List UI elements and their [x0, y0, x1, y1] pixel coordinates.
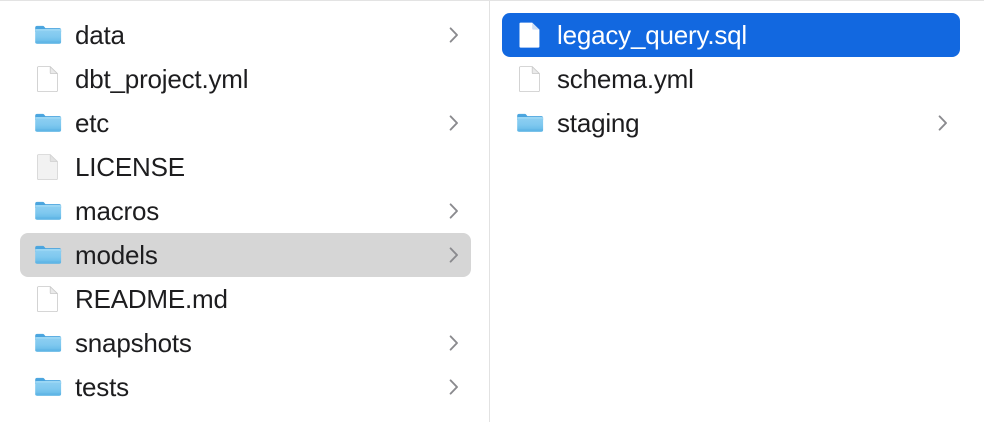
folder-row[interactable]: staging — [502, 101, 960, 145]
chevron-right-icon[interactable] — [447, 332, 461, 354]
document-icon — [515, 20, 545, 50]
folder-icon — [33, 108, 63, 138]
item-label: dbt_project.yml — [75, 64, 249, 94]
file-row[interactable]: LICENSE — [20, 145, 471, 189]
folder-icon — [33, 372, 63, 402]
file-row[interactable]: dbt_project.yml — [20, 57, 471, 101]
folder-icon — [515, 108, 545, 138]
folder-row[interactable]: tests — [20, 365, 471, 409]
document-icon — [515, 64, 545, 94]
folder-icon — [33, 328, 63, 358]
folder-row[interactable]: macros — [20, 189, 471, 233]
folder-row[interactable]: models — [20, 233, 471, 277]
folder-icon — [33, 196, 63, 226]
plain-document-icon — [33, 152, 63, 182]
item-label: snapshots — [75, 328, 192, 358]
item-label: LICENSE — [75, 152, 185, 182]
chevron-right-icon[interactable] — [447, 244, 461, 266]
document-icon — [33, 64, 63, 94]
document-icon — [33, 284, 63, 314]
chevron-right-icon[interactable] — [447, 24, 461, 46]
chevron-right-icon[interactable] — [447, 200, 461, 222]
chevron-right-icon[interactable] — [447, 112, 461, 134]
file-row[interactable]: schema.yml — [502, 57, 960, 101]
item-label: legacy_query.sql — [557, 20, 747, 50]
item-label: macros — [75, 196, 160, 226]
item-label: models — [75, 240, 158, 270]
folder-icon — [33, 20, 63, 50]
folder-row[interactable]: data — [20, 13, 471, 57]
item-label: tests — [75, 372, 129, 402]
item-label: README.md — [75, 284, 228, 314]
folder-row[interactable]: snapshots — [20, 321, 471, 365]
item-label: staging — [557, 108, 640, 138]
folder-icon — [33, 240, 63, 270]
file-row[interactable]: README.md — [20, 277, 471, 321]
file-row[interactable]: legacy_query.sql — [502, 13, 960, 57]
chevron-right-icon[interactable] — [447, 376, 461, 398]
item-label: schema.yml — [557, 64, 694, 94]
item-label: etc — [75, 108, 110, 138]
item-label: data — [75, 20, 125, 50]
folder-row[interactable]: etc — [20, 101, 471, 145]
models-folder-column[interactable]: legacy_query.sql schema.yml staging — [490, 1, 984, 422]
chevron-right-icon[interactable] — [936, 112, 950, 134]
